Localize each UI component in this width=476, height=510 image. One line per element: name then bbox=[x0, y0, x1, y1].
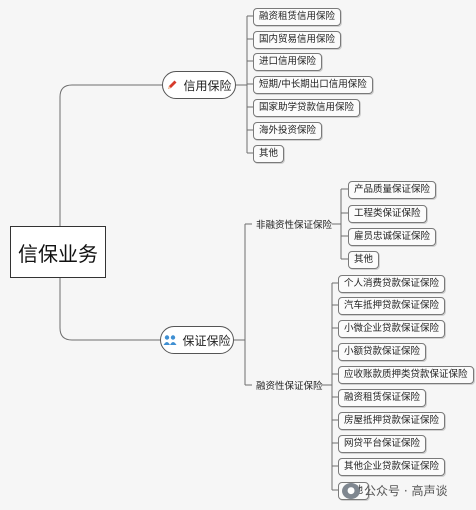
financing-item: 房屋抵押贷款保证保险 bbox=[338, 412, 446, 430]
financing-item: 应收账款质押类贷款保证保险 bbox=[338, 366, 474, 384]
financing-item: 个人消费贷款保证保险 bbox=[338, 275, 446, 293]
credit-item: 其他 bbox=[253, 145, 285, 163]
non-financing-item: 产品质量保证保险 bbox=[348, 181, 437, 199]
credit-item: 短期/中长期出口信用保险 bbox=[253, 76, 373, 94]
guarantee-insurance-node: 保证保险 bbox=[160, 326, 234, 354]
financing-item: 汽车抵押贷款保证保险 bbox=[338, 297, 446, 315]
credit-insurance-label: 信用保险 bbox=[183, 78, 232, 93]
credit-item: 融资租赁信用保险 bbox=[253, 8, 342, 26]
credit-item: 国内贸易信用保险 bbox=[253, 31, 342, 49]
guarantee-insurance-label: 保证保险 bbox=[182, 333, 231, 348]
credit-item: 国家助学贷款信用保险 bbox=[253, 99, 361, 117]
credit-item: 海外投资保险 bbox=[253, 122, 323, 140]
watermark-text: 公众号 · 高声谈 bbox=[364, 484, 448, 498]
credit-insurance-node: 信用保险 bbox=[162, 71, 236, 99]
non-financing-item: 其他 bbox=[348, 251, 380, 269]
financing-item: 小额贷款保证保险 bbox=[338, 343, 427, 361]
wechat-icon: ● bbox=[342, 482, 360, 499]
financing-item: 小微企业贷款保证保险 bbox=[338, 320, 446, 338]
financing-item: 融资租赁保证保险 bbox=[338, 389, 427, 407]
people-icon bbox=[163, 335, 177, 345]
credit-item: 进口信用保险 bbox=[253, 53, 323, 71]
financing-item: 其他企业贷款保证保险 bbox=[338, 458, 446, 476]
non-financing-item: 雇员忠诚保证保险 bbox=[348, 228, 437, 246]
non-financing-label: 非融资性保证保险 bbox=[256, 220, 333, 231]
financing-item: 网贷平台保证保险 bbox=[338, 435, 427, 453]
watermark: ● 公众号 · 高声谈 bbox=[342, 482, 447, 499]
root-node: 信保业务 bbox=[10, 226, 106, 278]
financing-label: 融资性保证保险 bbox=[256, 381, 323, 392]
non-financing-item: 工程类保证保险 bbox=[348, 205, 427, 223]
pencil-icon bbox=[168, 80, 177, 89]
